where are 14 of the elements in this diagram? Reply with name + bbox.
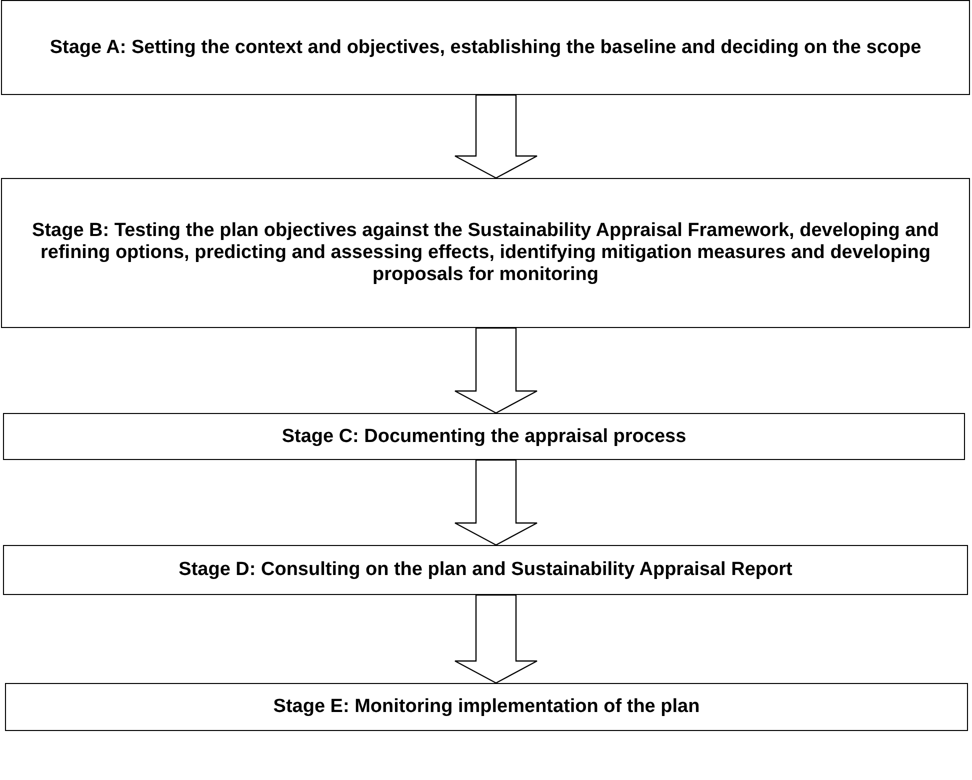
stage-box <box>1 178 970 328</box>
stage-box <box>3 413 965 460</box>
stage-box <box>5 683 968 731</box>
stage-text: Stage C: Documenting the appraisal process <box>282 426 686 448</box>
block-arrow <box>454 459 538 546</box>
block-arrow <box>454 94 538 179</box>
stage-box <box>1 0 970 95</box>
block-arrow <box>454 327 538 414</box>
block-arrow <box>454 594 538 684</box>
stage-text: Stage A: Setting the context and objectives, establishing the baseline and deciding on the scope <box>50 36 922 58</box>
stage-text: Stage B: Testing the plan objectives against the Sustainability Appraisal Framework, developing and refining options, predicting and assessing effects, identifying mitigation measures and developing proposals for monitoring <box>31 220 940 286</box>
stage-box <box>3 545 968 595</box>
stage-text: Stage D: Consulting on the plan and Sustainability Appraisal Report <box>178 559 792 581</box>
stage-text: Stage E: Monitoring implementation of the plan <box>273 696 700 718</box>
